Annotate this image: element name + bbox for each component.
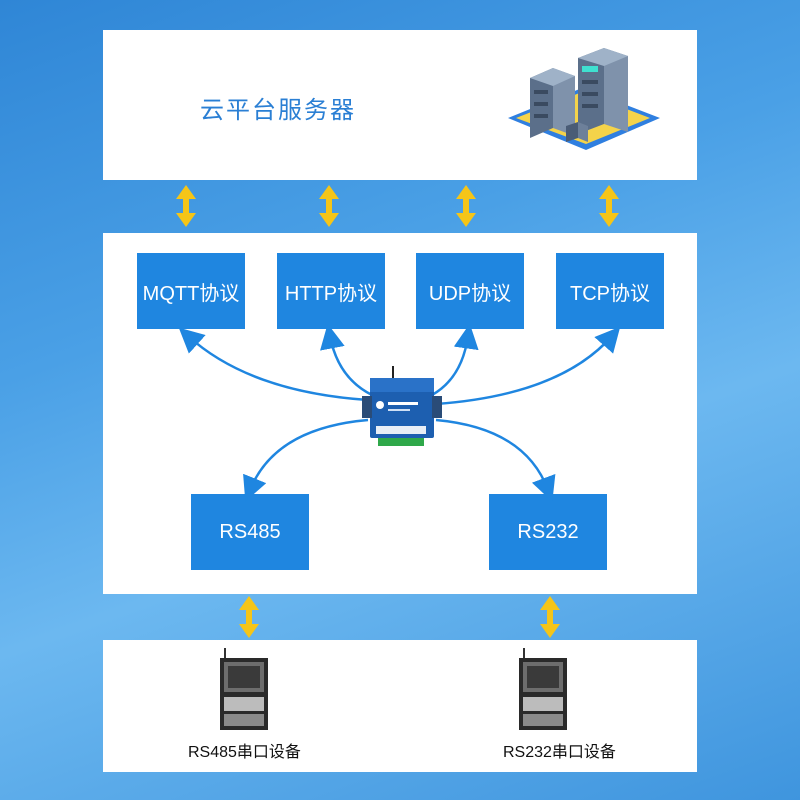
protocol-label: UDP协议 xyxy=(428,282,512,305)
cloud-panel xyxy=(103,30,697,180)
protocol-box-udp: UDP协议 xyxy=(416,253,524,329)
port-box-rs485: RS485 xyxy=(191,494,309,570)
protocol-box-tcp: TCP协议 xyxy=(556,253,664,329)
protocol-label: HTTP协议 xyxy=(284,282,378,305)
protocol-label: TCP协议 xyxy=(570,282,650,305)
cloud-title: 云平台服务器 xyxy=(200,97,356,124)
port-box-rs232: RS232 xyxy=(489,494,607,570)
device-label-rs485: RS485串口设备 xyxy=(188,744,301,761)
device-label-rs232: RS232串口设备 xyxy=(503,744,616,761)
port-label: RS232 xyxy=(517,520,579,543)
device-panel xyxy=(103,640,697,772)
protocol-box-mqtt: MQTT协议 xyxy=(137,253,245,329)
port-label: RS485 xyxy=(219,520,281,543)
protocol-label: MQTT协议 xyxy=(142,282,240,305)
protocol-box-http: HTTP协议 xyxy=(277,253,385,329)
